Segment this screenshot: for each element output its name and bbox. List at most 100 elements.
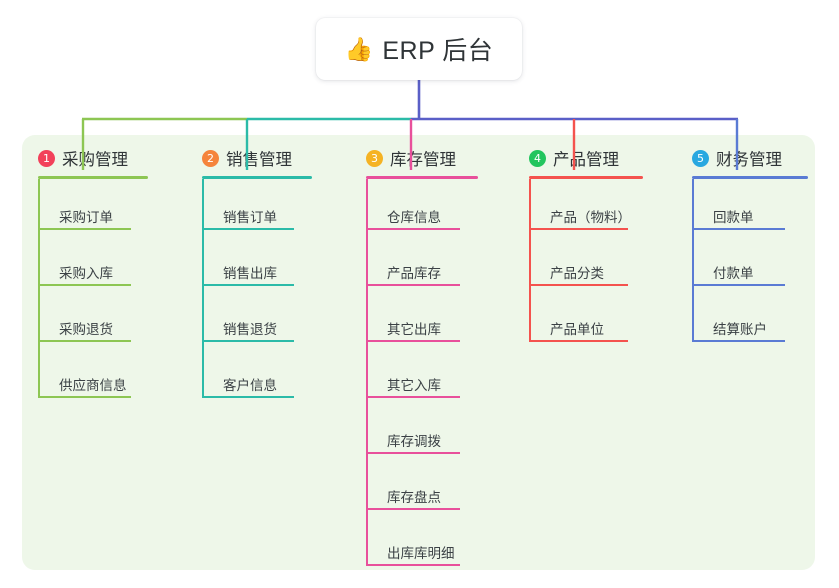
branch-item-underline (202, 284, 294, 286)
branch-item[interactable]: 出库库明细 (366, 515, 478, 571)
branch-item-list: 回款单付款单结算账户 (692, 179, 808, 347)
branch-underline (202, 176, 312, 179)
branch-item[interactable]: 仓库信息 (366, 179, 478, 235)
branch-item[interactable]: 产品分类 (529, 235, 643, 291)
root-title: ERP 后台 (382, 37, 494, 65)
branch-item-underline (38, 284, 131, 286)
branch-spine (529, 179, 531, 342)
branch-item-underline (202, 340, 294, 342)
branch-header-5[interactable]: 5 财务管理 (692, 146, 808, 170)
branch-item-underline (692, 228, 785, 230)
branch-item-label: 回款单 (713, 210, 754, 225)
branch-item-label: 采购订单 (59, 210, 113, 225)
branch-item-underline (38, 340, 131, 342)
branch-item[interactable]: 销售退货 (202, 291, 312, 347)
branch-item-label: 销售退货 (223, 322, 277, 337)
branch-item[interactable]: 回款单 (692, 179, 808, 235)
branch-number-badge: 3 (366, 149, 383, 167)
root-node[interactable]: 👍 ERP 后台 (316, 18, 522, 80)
branch-item[interactable]: 库存盘点 (366, 459, 478, 515)
content-panel (22, 135, 815, 570)
branch-item-underline (366, 340, 460, 342)
branch-header-2[interactable]: 2 销售管理 (202, 146, 312, 170)
branch-column-1: 1 采购管理采购订单采购入库采购退货供应商信息 (38, 146, 148, 403)
branch-item[interactable]: 销售订单 (202, 179, 312, 235)
branch-item-label: 库存调拨 (387, 434, 441, 449)
branch-item-underline (366, 452, 460, 454)
branch-item-label: 客户信息 (223, 378, 277, 393)
branch-header-4[interactable]: 4 产品管理 (529, 146, 643, 170)
branch-item-label: 出库库明细 (387, 546, 455, 561)
branch-item-label: 销售出库 (223, 266, 277, 281)
branch-item[interactable]: 其它出库 (366, 291, 478, 347)
branch-header-1[interactable]: 1 采购管理 (38, 146, 148, 170)
branch-item[interactable]: 采购入库 (38, 235, 148, 291)
branch-title: 采购管理 (62, 151, 128, 169)
branch-item-underline (366, 284, 460, 286)
branch-item[interactable]: 产品单位 (529, 291, 643, 347)
branch-item-underline (692, 284, 785, 286)
branch-item-underline (38, 228, 131, 230)
branch-title: 产品管理 (553, 151, 619, 169)
branch-item-label: 库存盘点 (387, 490, 441, 505)
branch-item-list: 产品（物料） 产品分类产品单位 (529, 179, 643, 347)
branch-item[interactable]: 采购订单 (38, 179, 148, 235)
branch-item-underline (38, 396, 131, 398)
branch-item[interactable]: 其它入库 (366, 347, 478, 403)
branch-underline (366, 176, 478, 179)
branch-header-3[interactable]: 3 库存管理 (366, 146, 478, 170)
branch-number-badge: 1 (38, 149, 55, 167)
branch-item-label: 其它入库 (387, 378, 441, 393)
branch-item[interactable]: 供应商信息 (38, 347, 148, 403)
branch-column-3: 3 库存管理仓库信息产品库存其它出库其它入库库存调拨库存盘点出库库明细 (366, 146, 478, 571)
branch-item-underline (202, 396, 294, 398)
branch-item-underline (366, 564, 460, 566)
branch-number-badge: 5 (692, 149, 709, 167)
branch-title: 销售管理 (226, 151, 292, 169)
branch-item[interactable]: 结算账户 (692, 291, 808, 347)
branch-spine (38, 179, 40, 398)
branch-item-label: 产品库存 (387, 266, 441, 281)
branch-item-list: 销售订单销售出库销售退货客户信息 (202, 179, 312, 403)
branch-title: 财务管理 (716, 151, 782, 169)
branch-spine (366, 179, 368, 566)
branch-spine (692, 179, 694, 342)
branch-item-label: 付款单 (713, 266, 754, 281)
branch-title: 库存管理 (390, 151, 456, 169)
branch-item[interactable]: 付款单 (692, 235, 808, 291)
branch-number-badge: 4 (529, 149, 546, 167)
branch-number-badge: 2 (202, 149, 219, 167)
branch-item-label: 结算账户 (713, 322, 767, 337)
branch-item-label: 其它出库 (387, 322, 441, 337)
branch-item-underline (366, 396, 460, 398)
thumbs-up-icon: 👍 (344, 35, 374, 62)
branch-item-label: 采购退货 (59, 322, 113, 337)
branch-column-2: 2 销售管理销售订单销售出库销售退货客户信息 (202, 146, 312, 403)
branch-item[interactable]: 产品（物料） (529, 179, 643, 235)
branch-item-label: 销售订单 (223, 210, 277, 225)
branch-item[interactable]: 库存调拨 (366, 403, 478, 459)
branch-item-underline (202, 228, 294, 230)
branch-item[interactable]: 产品库存 (366, 235, 478, 291)
branch-item-label: 采购入库 (59, 266, 113, 281)
branch-column-5: 5 财务管理回款单付款单结算账户 (692, 146, 808, 347)
branch-item-label: 产品分类 (550, 266, 604, 281)
branch-item-label: 产品单位 (550, 322, 604, 337)
branch-item[interactable]: 销售出库 (202, 235, 312, 291)
branch-underline (38, 176, 148, 179)
branch-spine (202, 179, 204, 398)
branch-item-underline (692, 340, 785, 342)
branch-item-underline (529, 284, 628, 286)
branch-underline (529, 176, 643, 179)
branch-item-list: 仓库信息产品库存其它出库其它入库库存调拨库存盘点出库库明细 (366, 179, 478, 571)
branch-item-underline (366, 228, 460, 230)
branch-item-list: 采购订单采购入库采购退货供应商信息 (38, 179, 148, 403)
branch-item-underline (366, 508, 460, 510)
branch-item-underline (529, 228, 628, 230)
branch-item-label: 产品（物料） (550, 210, 631, 225)
branch-underline (692, 176, 808, 179)
branch-item[interactable]: 客户信息 (202, 347, 312, 403)
branch-item[interactable]: 采购退货 (38, 291, 148, 347)
branch-column-4: 4 产品管理产品（物料） 产品分类产品单位 (529, 146, 643, 347)
